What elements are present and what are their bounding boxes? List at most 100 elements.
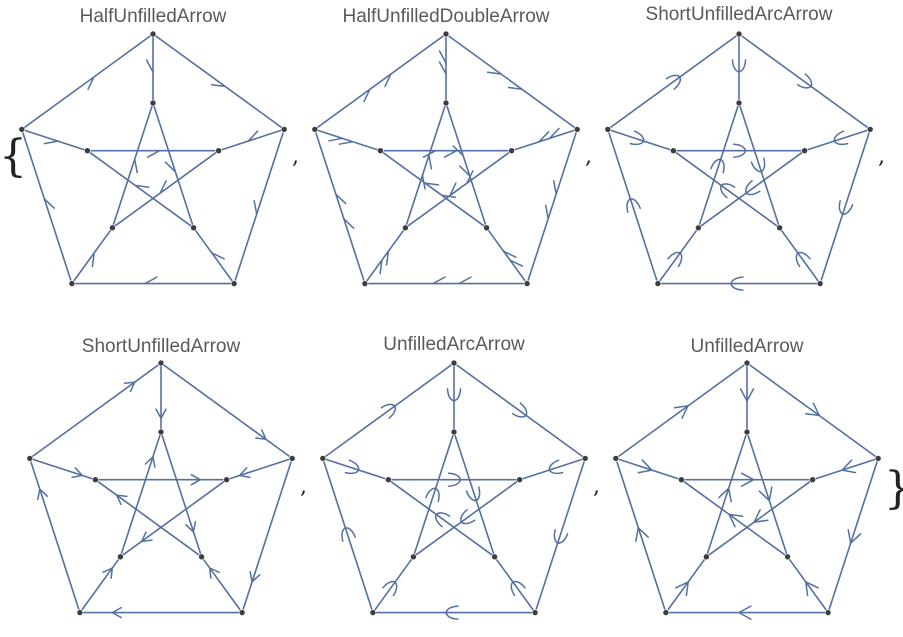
edge-arrowhead <box>740 472 755 487</box>
graph-vertex <box>223 476 230 484</box>
graph-edge <box>160 362 293 460</box>
graph-vertex <box>109 224 116 232</box>
graph-vertex <box>824 609 832 616</box>
graph-edge <box>738 102 781 229</box>
graph-edge <box>233 129 285 284</box>
graph-edge <box>226 457 293 481</box>
edge-arrowhead <box>447 472 462 487</box>
graph-vertex <box>523 280 531 287</box>
edge-arrowhead <box>425 487 440 503</box>
edge-arrowhead <box>343 218 355 229</box>
graph-edge <box>607 129 659 284</box>
graph-edge <box>526 129 578 284</box>
edge-arrowhead <box>718 487 732 503</box>
graph-edge <box>29 362 162 460</box>
graph-vertex <box>483 224 490 232</box>
edge-arrowhead <box>758 486 773 502</box>
graph-edge <box>21 129 73 284</box>
graph-vertex <box>198 553 205 561</box>
graph-vertex <box>678 476 685 484</box>
graph-edge <box>152 33 285 131</box>
edge-arrowhead <box>133 158 138 174</box>
edge-arrowhead <box>43 198 55 209</box>
graph-edge <box>607 128 674 152</box>
graph-vertex <box>508 147 515 154</box>
edge-arrowhead <box>144 456 156 468</box>
edge-arrowhead <box>738 605 752 620</box>
graph-edge <box>746 362 879 460</box>
graph-edge <box>404 102 447 229</box>
edge-arrowhead <box>544 204 549 220</box>
edge-arrowhead <box>635 527 649 542</box>
graph-edge <box>372 556 415 614</box>
graph-vertex <box>573 126 581 133</box>
edge-arrowhead <box>838 200 854 215</box>
edge-arrowhead <box>731 59 747 73</box>
graph-edge <box>119 431 162 558</box>
edge-arrowhead <box>123 381 136 393</box>
graph-vertex <box>604 126 612 133</box>
graph-edge <box>404 150 513 229</box>
edge-arrowhead <box>805 581 819 597</box>
graph-vertex <box>670 147 677 154</box>
edge-arrowhead <box>155 408 167 419</box>
edge-arrowhead <box>249 570 261 583</box>
graph-edge <box>111 102 154 229</box>
graph-edge <box>21 33 154 131</box>
edge-arrowhead <box>140 531 153 543</box>
edge-arrowhead <box>253 200 258 215</box>
edge-arrowhead <box>211 252 225 260</box>
graph-edge <box>387 479 496 558</box>
graph-vertex <box>84 147 91 154</box>
graph-edge <box>746 431 789 558</box>
edge-arrowhead <box>509 259 524 267</box>
graph-vertex <box>402 224 409 232</box>
close-brace: } <box>884 463 903 514</box>
graph-vertex <box>442 30 450 38</box>
graph-vertex <box>695 224 702 232</box>
edge-arrowhead <box>102 567 114 579</box>
graph-vertex <box>735 30 743 38</box>
graph-edge <box>657 227 700 285</box>
edge-arrowhead <box>538 131 550 143</box>
edge-arrowhead <box>438 50 447 64</box>
graph-panel: ShortUnfilledArrow <box>26 336 296 619</box>
edge-arrowhead <box>458 276 472 285</box>
graph-vertex <box>190 224 197 232</box>
edge-arrowhead <box>424 182 440 186</box>
edge-arrowhead <box>847 529 862 544</box>
graph-vertex <box>703 553 710 561</box>
graph-edge <box>314 128 381 152</box>
graph-vertex <box>531 609 539 616</box>
list-separator-4: , <box>300 474 307 499</box>
graph-vertex <box>157 428 165 436</box>
graph-vertex <box>491 553 498 561</box>
edge-arrowhead <box>732 143 747 158</box>
edge-arrowhead <box>446 388 462 402</box>
graph-edge <box>241 458 293 613</box>
graph-edge <box>680 479 789 558</box>
edge-arrowhead <box>238 467 251 479</box>
graph-vertex <box>743 359 751 367</box>
graph-edge <box>812 457 879 481</box>
graph-edge <box>615 457 682 481</box>
graph-vertex <box>377 147 384 154</box>
graph-vertex <box>801 147 808 154</box>
edge-arrowhead <box>255 429 267 441</box>
graph-vertex <box>311 126 319 133</box>
graph-edge <box>119 479 228 558</box>
edge-arrowhead <box>385 250 390 266</box>
graph-vertex <box>385 476 392 484</box>
edge-arrowhead <box>379 259 383 275</box>
edge-arrowhead <box>335 193 347 205</box>
edge-arrowhead <box>115 494 128 506</box>
graph-vertex <box>612 455 620 462</box>
graph-edge <box>615 458 667 613</box>
graph-vertex <box>581 455 589 462</box>
graph-vertex <box>319 455 327 462</box>
edge-arrowhead <box>673 405 689 419</box>
graph-panel: UnfilledArrow <box>612 336 882 620</box>
edge-arrowhead <box>667 251 683 268</box>
graph-vertex <box>816 280 824 287</box>
